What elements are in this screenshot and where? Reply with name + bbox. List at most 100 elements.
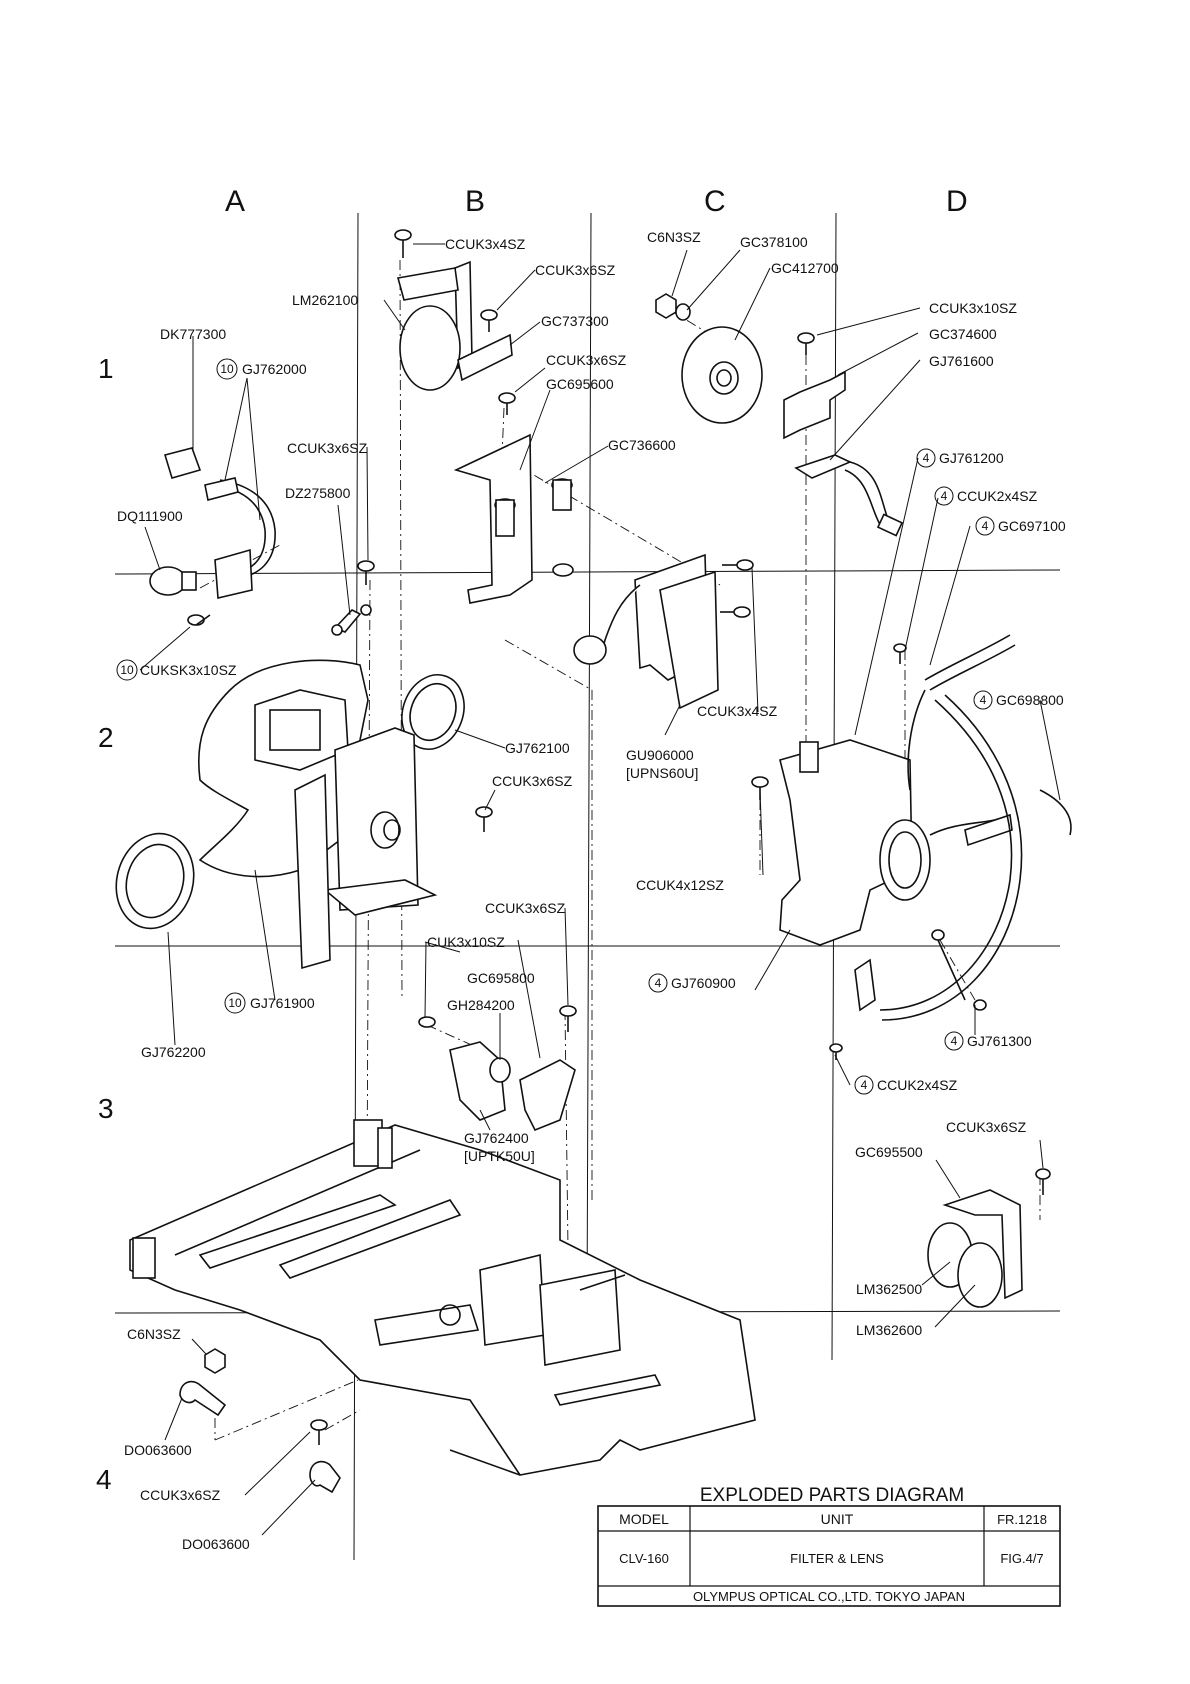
title-block-model-header: MODEL [619,1511,669,1527]
row-label-3: 3 [98,1093,114,1124]
part-label: GJ762200 [141,1044,206,1060]
part-label: GC695500 [855,1144,923,1160]
screw-icon [498,392,516,415]
screw-icon [893,643,907,664]
cable-icon [879,634,1072,1021]
nut-icon [204,1348,226,1374]
part-label: GC695800 [467,970,535,986]
cable-clamp-icon [179,1380,227,1417]
lens-ring-icon [401,674,465,750]
screw-icon [394,229,412,258]
part-label: CCUK2x4SZ [877,1077,958,1093]
part-label: CUKSK3x10SZ [140,662,237,678]
part-label: DK777300 [160,326,226,342]
part-label: DO063600 [124,1442,192,1458]
clip-icon [331,604,372,636]
part-label: LM362600 [856,1322,922,1338]
part-label: GH284200 [447,997,515,1013]
sensor-unit-icon [418,1005,577,1132]
qty-badge: 4 [982,519,989,533]
qty-badge: 4 [951,1034,958,1048]
part-label: C6N3SZ [647,229,701,245]
part-label: GC412700 [771,260,839,276]
column-label-b: B [465,185,485,218]
column-label-c: C [704,185,726,218]
title-block-heading: EXPLODED PARTS DIAGRAM [700,1485,964,1506]
part-label: CCUK3x4SZ [445,236,526,252]
lamp-housing-icon [779,739,1013,946]
part-label: GJ761900 [250,995,315,1011]
part-label: CCUK2x4SZ [957,488,1038,504]
circuit-board-icon [573,553,719,710]
lens-bracket-icon [396,260,513,391]
part-label: CCUK4x12SZ [636,877,724,893]
nut-icon [655,293,691,321]
cable-clamp-icon [309,1460,341,1494]
part-label: CCUK3x10SZ [929,300,1017,316]
qty-badge: 4 [980,693,987,707]
screw-icon [720,606,751,618]
leader-lines [139,243,1061,1536]
screw-icon [187,614,211,626]
quantity-markers: 10 4 4 4 10 4 4 10 4 4 [116,358,995,1095]
small-bracket-icon [783,370,846,440]
part-labels: CCUK3x4SZ CCUK3x6SZ LM262100 GC737300 DK… [117,229,1066,1552]
part-label: GC737300 [541,313,609,329]
lamp-icon [149,566,197,596]
part-label: GJ760900 [671,975,736,991]
part-label: LM262100 [292,292,358,308]
part-label: DQ111900 [117,508,183,524]
part-label: CCUK3x6SZ [546,352,627,368]
lens-ring-icon [115,832,195,930]
part-label: DO063600 [182,1536,250,1552]
chassis-base-icon [129,1119,756,1476]
qty-badge: 4 [655,976,662,990]
screw-icon [480,309,498,332]
terminal-icon [829,929,987,1060]
cable-connector-icon [163,447,276,599]
part-label: C6N3SZ [127,1326,181,1342]
part-label: [UPTK50U] [464,1148,535,1164]
part-label: CCUK3x6SZ [946,1119,1027,1135]
row-label-2: 2 [98,722,114,753]
row-label-4: 4 [96,1464,112,1495]
title-block-fig: FIG.4/7 [1000,1551,1043,1566]
column-label-d: D [946,185,968,218]
part-label: GJ761200 [939,450,1004,466]
part-label: CCUK3x6SZ [485,900,566,916]
part-label: DZ275800 [285,485,351,501]
connector-icon [794,454,904,537]
part-label: GC374600 [929,326,997,342]
qty-badge: 4 [941,489,948,503]
title-block-unit: FILTER & LENS [790,1551,884,1566]
qty-badge: 10 [220,362,234,376]
part-label: GJ761300 [967,1033,1032,1049]
part-label: CCUK3x4SZ [697,703,778,719]
part-label: CCUK3x6SZ [140,1487,221,1503]
part-label: CCUK3x6SZ [287,440,368,456]
qty-badge: 4 [861,1078,868,1092]
part-label: GC695600 [546,376,614,392]
title-block-maker: OLYMPUS OPTICAL CO.,LTD. TOKYO JAPAN [693,1589,965,1604]
part-label: CCUK3x6SZ [492,773,573,789]
lens-pair-icon [927,1168,1051,1308]
row-label-1: 1 [98,353,114,384]
part-label: GC736600 [608,437,676,453]
mounting-plate-icon [453,433,574,604]
title-block-fr: FR.1218 [997,1512,1047,1527]
screw-icon [722,559,754,571]
part-label: GJ762000 [242,361,307,377]
screw-icon [797,332,815,355]
lens-holder-icon [294,727,438,970]
part-label: GC698800 [996,692,1064,708]
column-labels: A B C D [225,185,968,218]
part-label: LM362500 [856,1281,922,1297]
part-label: GJ762400 [464,1130,529,1146]
title-block-model: CLV-160 [619,1551,669,1566]
qty-badge: 10 [228,996,242,1010]
part-label: GJ761600 [929,353,994,369]
column-label-a: A [225,185,245,218]
screw-icon [310,1419,328,1445]
part-label: GC697100 [998,518,1066,534]
